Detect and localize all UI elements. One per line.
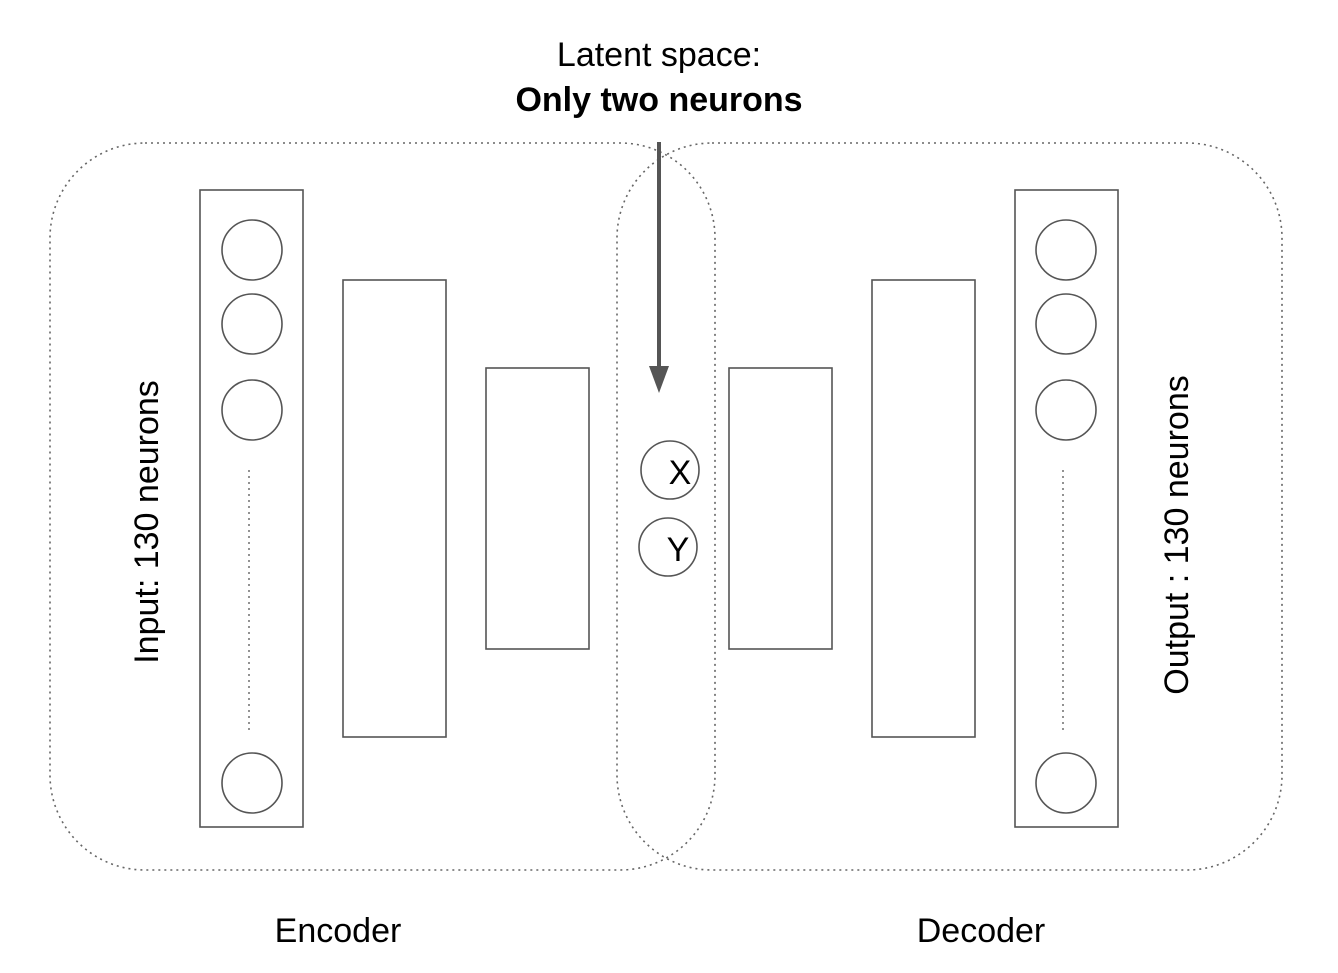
decoder-hidden-layer-2 [871,279,976,738]
encoder-hidden-layer-1 [342,279,447,738]
input-label: Input: 130 neurons [128,380,166,664]
output-neuron [1035,379,1097,441]
input-neuron [221,293,283,355]
decoder-label: Decoder [917,912,1046,950]
latent-neuron-y-label: Y [667,531,690,569]
output-neuron [1035,752,1097,814]
output-layer [1014,189,1119,828]
output-neuron [1035,293,1097,355]
latent-neuron-y [638,517,698,577]
latent-neuron-x [640,440,700,500]
encoder-label: Encoder [275,912,402,950]
output-neuron [1035,219,1097,281]
output-label: Output : 130 neurons [1158,375,1196,694]
latent-title-line1: Latent space: [557,36,761,74]
input-neuron [221,219,283,281]
latent-title-line2: Only two neurons [515,81,802,119]
input-neuron [221,379,283,441]
input-layer [199,189,304,828]
latent-neuron-x-label: X [669,454,692,492]
encoder-hidden-layer-2 [485,367,590,650]
input-neuron [221,752,283,814]
encoder-region [49,142,716,871]
decoder-region [616,142,1283,871]
latent-arrow-head [649,366,669,393]
decoder-hidden-layer-1 [728,367,833,650]
